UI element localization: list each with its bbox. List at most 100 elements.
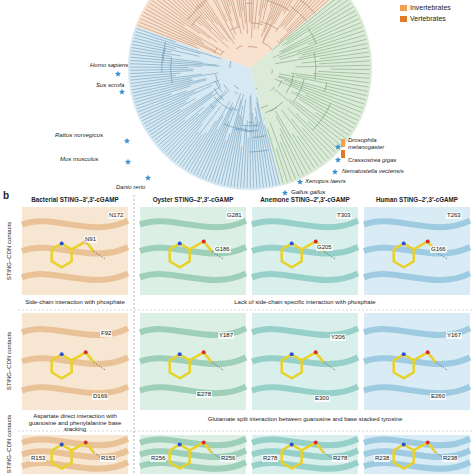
tree-branch: [318, 71, 370, 74]
row-label: STING–CDN contacts: [6, 222, 13, 281]
atom: [426, 350, 430, 354]
tree-branch: [214, 97, 232, 111]
tree-branch: [248, 47, 257, 48]
column-header: Bacterial STING–3′,3′-cGAMP: [20, 197, 130, 204]
tree-branch: [224, 124, 247, 130]
tree-branch: [131, 74, 202, 83]
species-star: [282, 190, 288, 196]
atom: [60, 241, 64, 245]
protein-ribbon: [140, 462, 246, 469]
ligand-sticks: [394, 442, 436, 468]
tree-branch: [280, 128, 304, 175]
tree-branch: [135, 86, 191, 103]
tree-branch: [192, 15, 202, 26]
tree-branch: [278, 27, 362, 58]
tree-branch: [215, 81, 221, 92]
tree-branch: [257, 97, 277, 185]
separator: [18, 310, 472, 311]
species-label: Nematostella vectensis: [342, 168, 412, 175]
tree-branch: [155, 0, 216, 42]
clade-mark: [341, 150, 345, 158]
species-label: Rattus norvegicus: [55, 132, 115, 139]
residue-label: Y187: [218, 332, 234, 339]
species-label: Danio rerio: [116, 184, 145, 191]
tree-branch: [274, 79, 359, 117]
residue-label: G281: [226, 212, 243, 219]
tree-branch: [194, 129, 218, 174]
tree-branch: [297, 0, 315, 13]
hbond: [94, 362, 106, 370]
tree-branch: [215, 48, 218, 53]
tree-branch: [162, 42, 166, 73]
tree-branch: [175, 132, 199, 162]
tree-branch: [255, 117, 263, 187]
tree-branch: [241, 126, 246, 188]
protein-ribbon: [140, 387, 246, 394]
tree-branch: [238, 0, 245, 23]
tree-branch: [292, 134, 315, 169]
residue-label: R153: [30, 455, 46, 462]
atom: [426, 239, 430, 243]
hbond: [436, 362, 448, 370]
tree-branch: [278, 80, 281, 87]
tree-branch: [234, 85, 239, 88]
tree-branch: [293, 79, 304, 102]
species-star: [297, 179, 303, 185]
protein-ribbon: [364, 439, 470, 446]
residue-label: G166: [430, 246, 447, 253]
legend-row: Vertebrates: [400, 15, 446, 22]
protein-ribbon: [252, 221, 358, 228]
clade-mark: [341, 139, 345, 147]
atom: [60, 352, 64, 356]
tree-branch: [181, 0, 229, 39]
atom: [290, 442, 294, 446]
protein-ribbon: [22, 273, 128, 280]
species-star: [335, 157, 341, 163]
atom: [178, 241, 182, 245]
ligand-sticks: [170, 442, 212, 468]
structure-panel: [252, 207, 358, 295]
tree-branch: [168, 0, 224, 40]
column-header: Oyster STING–2′,3′-cGAMP: [138, 197, 248, 204]
tree-branch: [244, 120, 248, 188]
tree-branch: [297, 31, 364, 53]
tree-branch: [131, 54, 203, 62]
residue-label: T303: [336, 212, 352, 219]
tree-branch: [256, 88, 258, 90]
ligand-sticks: [52, 442, 94, 468]
protein-ribbon: [140, 221, 246, 228]
residue-label: R238: [442, 455, 458, 462]
tree-branch: [136, 94, 171, 106]
tree-branch: [183, 133, 206, 168]
legend-swatch: [400, 16, 407, 22]
structure-panel: [252, 435, 358, 474]
row-label: STING–CDN contacts: [6, 332, 13, 391]
tree-branch: [246, 3, 252, 4]
tree-branch: [291, 92, 354, 128]
residue-label: R278: [262, 455, 278, 462]
tree-branch: [203, 0, 235, 35]
tree-branch: [278, 77, 365, 104]
panel-letter: b: [3, 190, 9, 201]
tree-branch: [280, 142, 295, 179]
tree-branch: [154, 93, 217, 140]
residue-label: T263: [446, 212, 462, 219]
tree-branch: [194, 0, 235, 40]
ligand-sticks: [282, 442, 324, 468]
tree-branch: [231, 0, 244, 30]
atom: [314, 440, 318, 444]
species-star: [125, 159, 131, 165]
species-label: Homo sapiens: [90, 62, 128, 69]
atom: [178, 352, 182, 356]
atom: [84, 350, 88, 354]
tree-branch: [200, 109, 231, 176]
tree-branch: [270, 107, 277, 111]
protein-ribbon: [22, 439, 128, 446]
tree-branch: [210, 105, 213, 108]
tree-branch: [136, 32, 222, 59]
species-star: [119, 89, 125, 95]
ligand-sticks: [394, 352, 436, 378]
tree-branch: [237, 147, 241, 188]
